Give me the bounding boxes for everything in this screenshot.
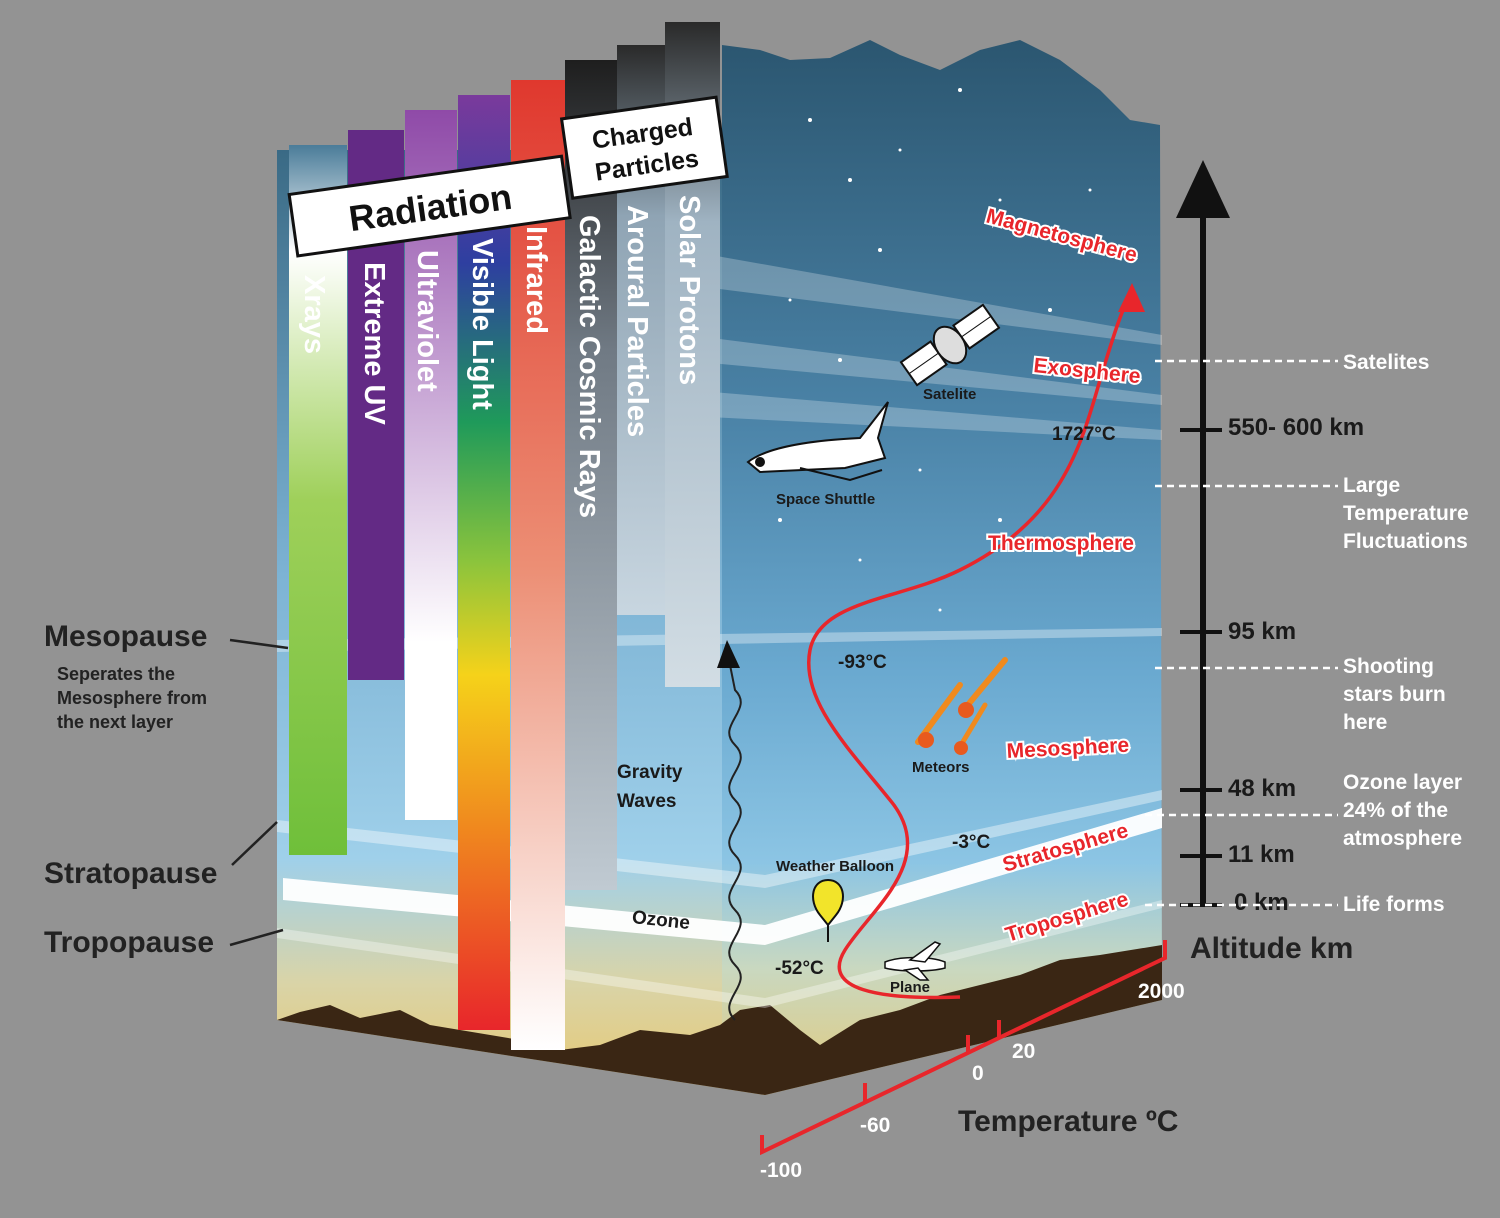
mesopause-desc-1: Seperates the bbox=[57, 664, 175, 684]
note-large-temp-1: Large bbox=[1343, 474, 1400, 497]
space-shuttle-icon bbox=[746, 401, 889, 482]
charged-header-box: Charged Particles bbox=[559, 95, 729, 200]
meteors-icon bbox=[915, 657, 1008, 755]
note-shooting-2: stars burn bbox=[1343, 683, 1446, 706]
plane-label: Plane bbox=[890, 979, 930, 996]
band-label-infrared: Infrared bbox=[520, 226, 552, 334]
band-label-aroural-particles: Aroural Particles bbox=[621, 205, 653, 437]
note-shooting-3: here bbox=[1343, 711, 1387, 734]
mesopause-leader bbox=[229, 638, 289, 650]
ground bbox=[277, 945, 1162, 1095]
band-visible-light bbox=[458, 95, 510, 1030]
note-ozone-1: Ozone layer bbox=[1343, 771, 1462, 794]
temp-minus-93: -93°C bbox=[838, 652, 887, 673]
band-label-ultraviolet: Ultraviolet bbox=[411, 250, 443, 392]
note-large-temp-2: Temperature bbox=[1343, 502, 1469, 525]
mesopause-desc-3: the next layer bbox=[57, 712, 173, 732]
space-shuttle-label: Space Shuttle bbox=[776, 491, 875, 508]
temperature-curve bbox=[807, 298, 1131, 1000]
plane-icon bbox=[884, 941, 946, 981]
temp-tick-0: 0 bbox=[972, 1062, 984, 1085]
altitude-axis bbox=[1176, 160, 1230, 907]
satelite-label: Satelite bbox=[923, 386, 976, 403]
weather-balloon-icon bbox=[812, 878, 844, 942]
altitude-tick-95: 95 km bbox=[1228, 618, 1296, 645]
thermosphere-label: Thermosphere bbox=[988, 532, 1134, 555]
mesopause-desc-2: Mesosphere from bbox=[57, 688, 207, 708]
stars bbox=[778, 88, 1092, 612]
band-label-galactic-cosmic-rays: Galactic Cosmic Rays bbox=[573, 215, 605, 518]
altitude-tick-0: 0 km bbox=[1234, 889, 1289, 916]
band-label-extreme-uv: Extreme UV bbox=[358, 262, 390, 425]
temp-tick-minus-100: -100 bbox=[760, 1159, 802, 1182]
altitude-tick-48: 48 km bbox=[1228, 775, 1296, 802]
temp-minus-52: -52°C bbox=[775, 958, 824, 979]
temperature-axis bbox=[760, 940, 1167, 1156]
altitude-axis-title: Altitude km bbox=[1190, 932, 1353, 965]
band-infrared bbox=[511, 80, 565, 1050]
note-shooting-1: Shooting bbox=[1343, 655, 1434, 678]
band-label-xrays: Xrays bbox=[298, 275, 330, 354]
gravity-waves-label-2: Waves bbox=[617, 791, 677, 812]
weather-balloon-label: Weather Balloon bbox=[776, 858, 894, 875]
temperature-axis-title: Temperature ºC bbox=[958, 1105, 1178, 1138]
temperature-curve-arrowhead bbox=[1118, 283, 1145, 312]
side-face bbox=[722, 40, 1162, 1095]
band-xrays bbox=[289, 145, 347, 855]
band-label-visible-light: Visible Light bbox=[466, 238, 498, 410]
gravity-waves-line bbox=[728, 664, 742, 1021]
note-ozone-3: atmosphere bbox=[1343, 827, 1462, 850]
note-life-forms: Life forms bbox=[1343, 893, 1445, 916]
satellite-icon bbox=[899, 303, 1001, 387]
temp-tick-2000: 2000 bbox=[1138, 980, 1185, 1003]
stratopause-leader bbox=[231, 821, 278, 866]
tropopause-leader bbox=[229, 928, 284, 947]
note-ozone-2: 24% of the bbox=[1343, 799, 1448, 822]
temp-1727: 1727°C bbox=[1052, 424, 1116, 445]
mesopause-label: Mesopause bbox=[44, 620, 207, 653]
altitude-tick-550: 550- 600 km bbox=[1228, 414, 1364, 441]
note-large-temp-3: Fluctuations bbox=[1343, 530, 1468, 553]
tropopause-label: Tropopause bbox=[44, 926, 214, 959]
temp-minus-3: -3°C bbox=[952, 832, 990, 853]
temp-tick-minus-60: -60 bbox=[860, 1114, 890, 1137]
note-leaders bbox=[1145, 359, 1338, 907]
meteors-label: Meteors bbox=[912, 759, 970, 776]
gravity-waves-arrowhead bbox=[717, 640, 740, 668]
radiation-header-box: Radiation bbox=[287, 154, 572, 258]
gravity-waves-label-1: Gravity bbox=[617, 762, 683, 783]
band-label-solar-protons: Solar Protons bbox=[673, 195, 705, 385]
temp-tick-20: 20 bbox=[1012, 1040, 1035, 1063]
note-satelites: Satelites bbox=[1343, 351, 1429, 374]
altitude-tick-11: 11 km bbox=[1228, 841, 1295, 868]
stratopause-label: Stratopause bbox=[44, 857, 217, 890]
